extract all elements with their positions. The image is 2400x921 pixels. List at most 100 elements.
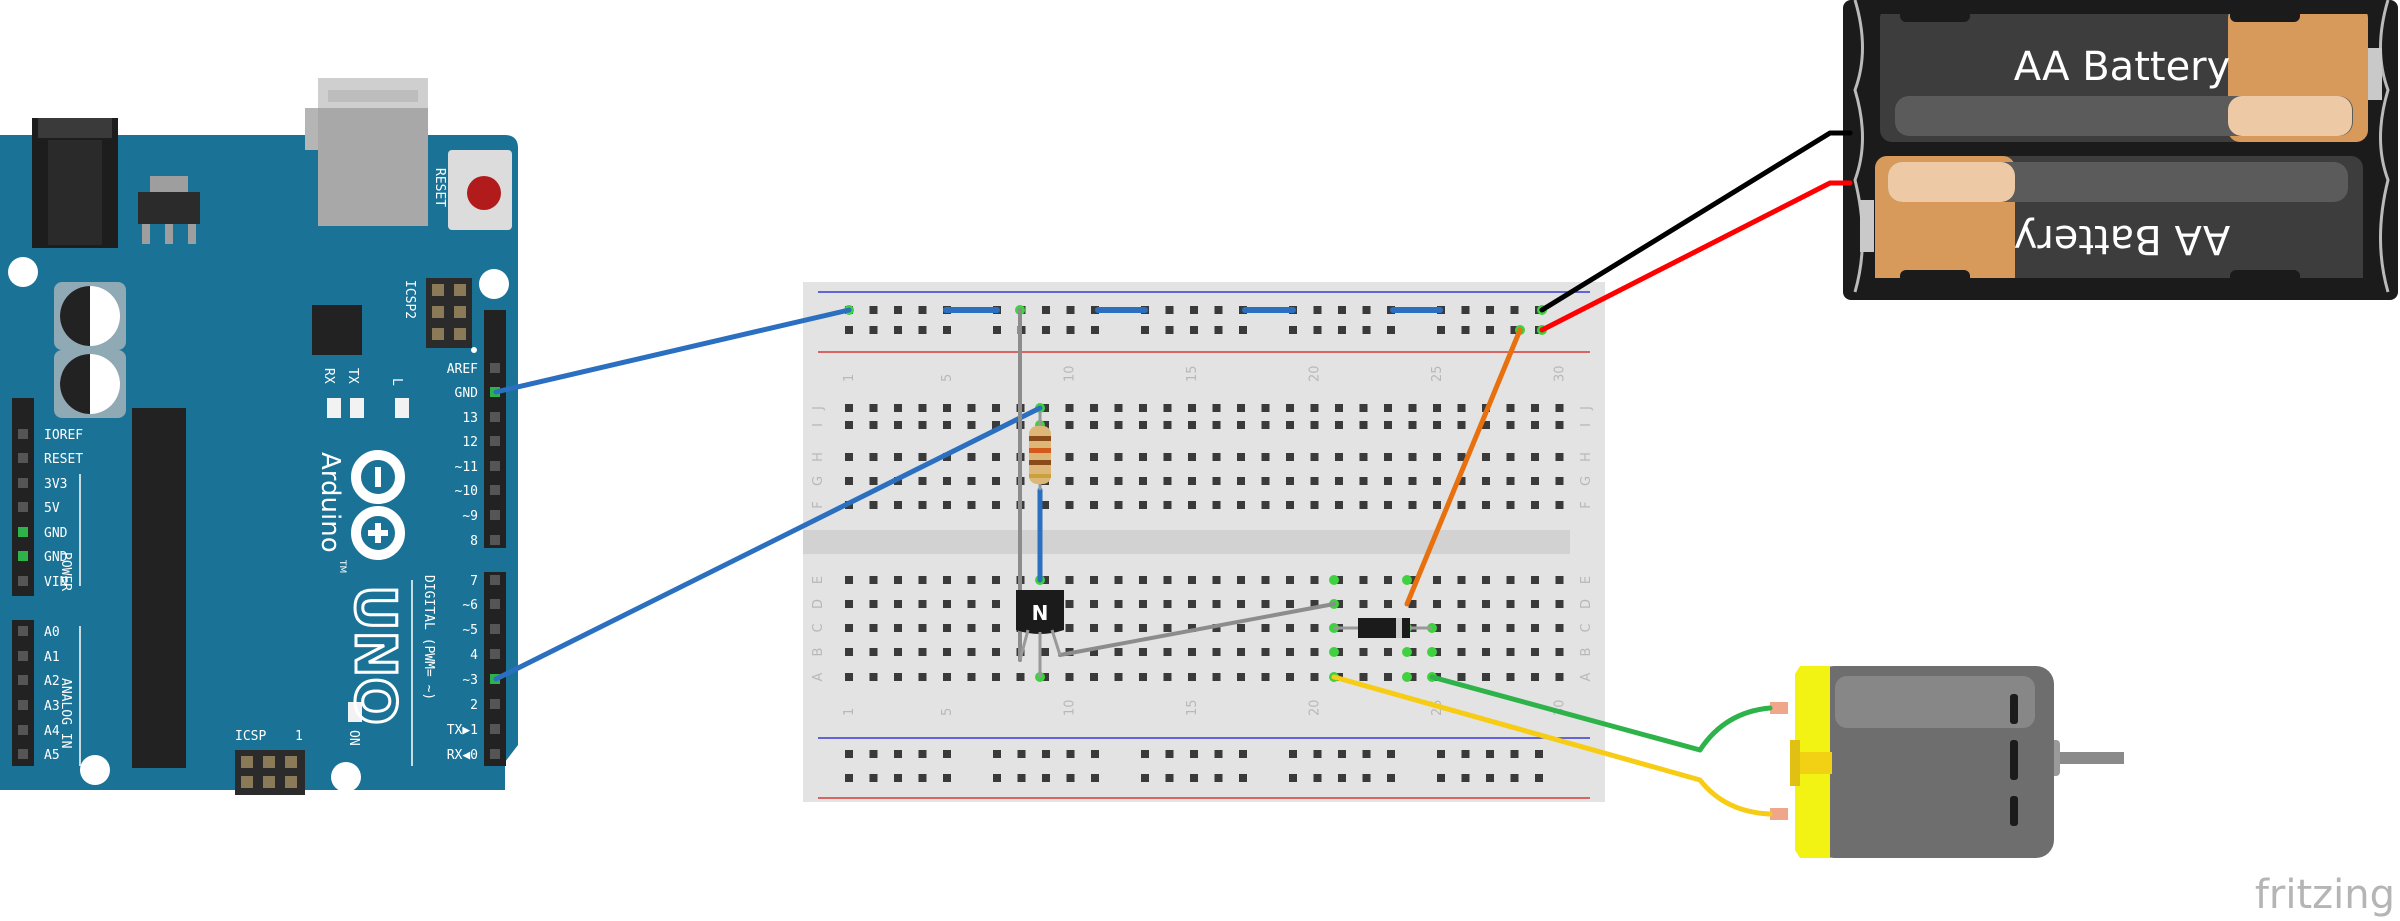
breadboard-hole[interactable]: [1065, 404, 1074, 412]
breadboard-hole[interactable]: [1555, 624, 1564, 632]
rail-hole[interactable]: [1066, 750, 1075, 758]
breadboard-hole[interactable]: [1212, 673, 1221, 681]
breadboard-hole[interactable]: [1041, 501, 1049, 509]
rail-hole[interactable]: [1338, 750, 1346, 758]
breadboard-hole[interactable]: [1041, 648, 1049, 656]
breadboard-hole[interactable]: [1237, 501, 1245, 509]
header-pin[interactable]: [18, 749, 28, 759]
header-pin[interactable]: [490, 461, 500, 471]
breadboard-hole[interactable]: [1090, 673, 1098, 681]
breadboard-hole[interactable]: [1408, 477, 1417, 485]
header-pin[interactable]: [490, 749, 500, 759]
breadboard-hole[interactable]: [1065, 453, 1074, 461]
breadboard-hole[interactable]: [1310, 576, 1319, 584]
breadboard-hole[interactable]: [1433, 576, 1441, 584]
header-pin[interactable]: [490, 599, 500, 609]
breadboard-hole[interactable]: [1212, 648, 1221, 656]
rail-hole[interactable]: [1165, 774, 1174, 782]
breadboard-hole[interactable]: [1016, 673, 1025, 681]
breadboard-hole[interactable]: [943, 477, 951, 485]
breadboard-hole[interactable]: [1531, 421, 1539, 429]
breadboard-hole[interactable]: [1359, 453, 1368, 461]
breadboard-hole[interactable]: [992, 421, 1000, 429]
rail-hole[interactable]: [1190, 326, 1198, 334]
breadboard-hole[interactable]: [992, 576, 1000, 584]
rail-hole[interactable]: [894, 750, 902, 758]
breadboard-hole[interactable]: [1261, 453, 1270, 461]
breadboard-hole[interactable]: [918, 477, 927, 485]
rail-hole[interactable]: [1239, 326, 1247, 334]
breadboard-hole[interactable]: [1065, 576, 1074, 584]
breadboard-hole[interactable]: [1188, 453, 1196, 461]
breadboard-hole[interactable]: [1114, 648, 1123, 656]
breadboard-hole[interactable]: [1163, 624, 1172, 632]
breadboard-hole[interactable]: [1433, 600, 1441, 608]
breadboard-hole[interactable]: [1482, 648, 1490, 656]
breadboard-hole[interactable]: [992, 600, 1000, 608]
breadboard-hole[interactable]: [1237, 477, 1245, 485]
breadboard-hole[interactable]: [1286, 453, 1294, 461]
breadboard-hole[interactable]: [1359, 477, 1368, 485]
breadboard-hole[interactable]: [1310, 648, 1319, 656]
header-pin[interactable]: [18, 551, 28, 561]
rail-hole[interactable]: [1313, 326, 1322, 334]
breadboard-hole[interactable]: [918, 501, 927, 509]
breadboard-hole[interactable]: [1531, 404, 1539, 412]
breadboard-hole[interactable]: [943, 501, 951, 509]
header-pin[interactable]: [18, 626, 28, 636]
breadboard-hole[interactable]: [967, 404, 976, 412]
breadboard-hole[interactable]: [1212, 453, 1221, 461]
rail-hole[interactable]: [1486, 750, 1494, 758]
rail-hole[interactable]: [1313, 750, 1322, 758]
breadboard-hole[interactable]: [1531, 477, 1539, 485]
rail-hole[interactable]: [1510, 774, 1519, 782]
breadboard-hole[interactable]: [1506, 624, 1515, 632]
breadboard-hole[interactable]: [1506, 648, 1515, 656]
breadboard-hole[interactable]: [1335, 404, 1343, 412]
rail-hole[interactable]: [1362, 774, 1371, 782]
breadboard-hole[interactable]: [1384, 648, 1392, 656]
breadboard-hole[interactable]: [1261, 600, 1270, 608]
breadboard-hole[interactable]: [1286, 421, 1294, 429]
header-pin[interactable]: [490, 485, 500, 495]
rail-hole[interactable]: [1510, 306, 1519, 314]
breadboard-hole[interactable]: [1286, 404, 1294, 412]
breadboard-hole[interactable]: [1090, 421, 1098, 429]
breadboard-hole[interactable]: [1114, 453, 1123, 461]
breadboard-hole[interactable]: [1261, 648, 1270, 656]
breadboard-hole[interactable]: [967, 453, 976, 461]
breadboard-hole[interactable]: [869, 453, 878, 461]
breadboard-hole[interactable]: [1335, 421, 1343, 429]
breadboard-hole[interactable]: [967, 501, 976, 509]
breadboard-hole[interactable]: [1163, 477, 1172, 485]
rail-hole[interactable]: [1165, 306, 1174, 314]
rail-hole[interactable]: [1535, 750, 1543, 758]
breadboard-hole[interactable]: [918, 453, 927, 461]
breadboard-hole[interactable]: [845, 648, 853, 656]
rail-hole[interactable]: [1042, 306, 1050, 314]
rail-hole[interactable]: [894, 774, 902, 782]
breadboard-hole[interactable]: [845, 404, 853, 412]
rail-hole[interactable]: [1461, 326, 1470, 334]
breadboard-hole[interactable]: [1555, 501, 1564, 509]
breadboard-hole[interactable]: [1188, 576, 1196, 584]
breadboard-hole[interactable]: [1433, 404, 1441, 412]
breadboard-hole[interactable]: [1555, 576, 1564, 584]
rail-hole[interactable]: [1289, 326, 1297, 334]
breadboard-hole[interactable]: [1286, 576, 1294, 584]
rail-hole[interactable]: [1289, 750, 1297, 758]
rail-hole[interactable]: [1165, 750, 1174, 758]
breadboard-hole[interactable]: [1286, 600, 1294, 608]
breadboard-hole[interactable]: [1359, 600, 1368, 608]
breadboard-hole[interactable]: [918, 600, 927, 608]
rail-hole[interactable]: [1387, 774, 1395, 782]
breadboard-hole[interactable]: [1139, 600, 1147, 608]
rail-hole[interactable]: [845, 750, 853, 758]
rail-hole[interactable]: [1042, 774, 1050, 782]
breadboard-hole[interactable]: [943, 624, 951, 632]
breadboard-hole[interactable]: [1139, 673, 1147, 681]
breadboard-hole[interactable]: [1065, 421, 1074, 429]
breadboard-hole[interactable]: [1335, 501, 1343, 509]
breadboard-hole[interactable]: [1114, 477, 1123, 485]
breadboard-hole[interactable]: [1212, 600, 1221, 608]
